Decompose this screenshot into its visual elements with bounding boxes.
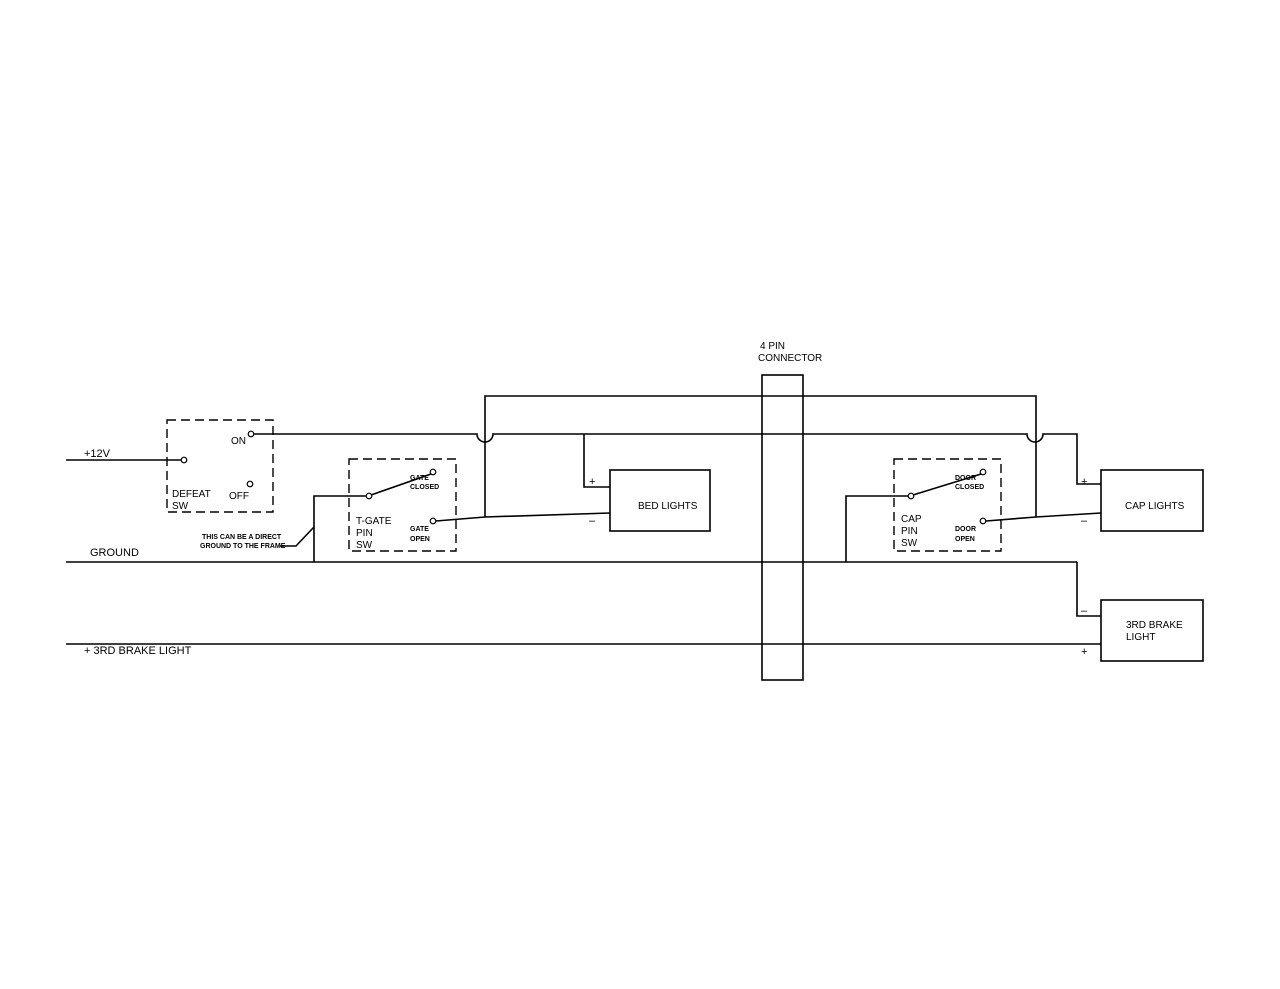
switch-return-bus-wire [484,395,1037,517]
note-line-2: GROUND TO THE FRAME [200,543,286,550]
brake-light-label-1: 3RD BRAKE [1126,620,1183,631]
defeat-label-line1: DEFEAT [172,489,211,500]
cap-lights-plus: + [1081,476,1087,488]
bed-lights-positive-wire [583,434,610,488]
ground-label: GROUND [90,547,139,559]
cap-closed-label-2: CLOSED [955,484,984,491]
defeat-switch-box [166,419,274,513]
plus12v-label: +12V [84,448,111,460]
cap-label-1: CAP [901,514,922,525]
cap-open-wire [985,512,1102,522]
switched-12v-wire [254,433,1101,485]
bed-lights-minus: – [589,515,596,527]
cap-open-label-2: OPEN [955,536,975,543]
tgate-label-2: PIN [356,528,373,539]
tgate-closed-label-1: GATE [410,475,429,482]
note-line-1: THIS CAN BE A DIRECT [202,534,282,541]
cap-label-2: PIN [901,526,918,537]
four-pin-connector [761,374,804,681]
tgate-label-1: T-GATE [356,516,392,527]
tgate-open-label-1: GATE [410,526,429,533]
defeat-common-terminal [180,456,188,464]
defeat-off-label: OFF [229,491,249,502]
tgate-open-wire [435,512,611,522]
tgate-switch-box [348,458,457,552]
brake-feed-label: + 3RD BRAKE LIGHT [84,645,192,657]
cap-lights-minus: – [1081,515,1088,527]
defeat-on-label: ON [231,436,246,447]
cap-label-3: SW [901,538,918,549]
connector-label-2: CONNECTOR [758,353,822,364]
cap-lights-label: CAP LIGHTS [1125,501,1185,512]
tgate-switch-blade [370,473,432,496]
tgate-common-terminal [365,492,373,500]
brake-light-minus: – [1081,605,1088,617]
cap-switch-blade [912,473,982,496]
tgate-label-3: SW [356,540,373,551]
brake-light-plus: + [1081,646,1087,658]
cap-open-terminal [979,517,987,525]
brake-light-box [1100,599,1204,662]
cap-lights-box [1100,469,1204,532]
brake-light-label-2: LIGHT [1126,632,1155,643]
brake-light-ground-wire [1076,562,1101,617]
defeat-on-terminal [247,430,255,438]
defeat-label-line2: SW [172,501,189,512]
tgate-open-label-2: OPEN [410,536,430,543]
tgate-ground-wire [313,495,367,562]
cap-common-terminal [907,492,915,500]
cap-open-label-1: DOOR [955,526,976,533]
cap-switch-box [893,458,1002,552]
tgate-open-terminal [429,517,437,525]
cap-ground-wire [845,495,909,562]
connector-label-1: 4 PIN [760,341,785,352]
bed-lights-label: BED LIGHTS [638,501,698,512]
tgate-closed-label-2: CLOSED [410,484,439,491]
note-leader-line [280,526,315,547]
tgate-closed-terminal [429,468,437,476]
bed-lights-box [609,469,711,532]
defeat-off-terminal [246,480,254,488]
cap-closed-label-1: DOOR [955,475,976,482]
bed-lights-plus: + [589,476,595,488]
cap-closed-terminal [979,468,987,476]
